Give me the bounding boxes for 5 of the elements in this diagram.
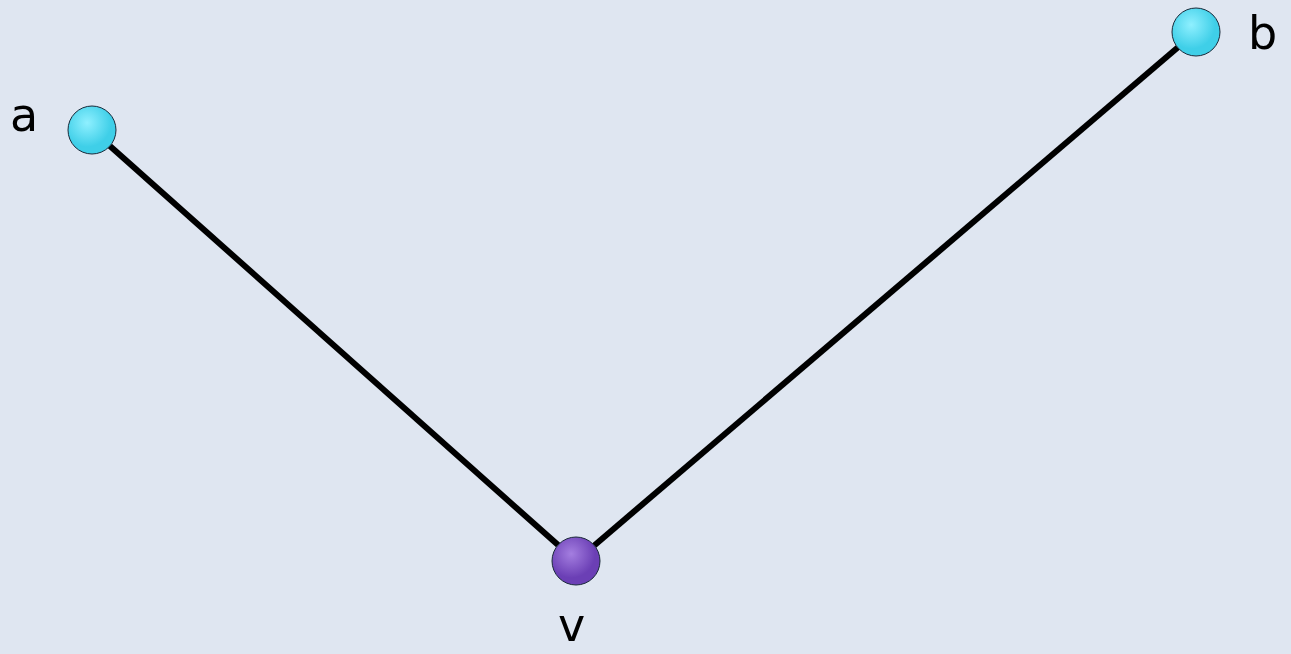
connector-line xyxy=(592,45,1180,548)
node-label: a xyxy=(10,92,39,138)
node-label: v xyxy=(558,602,586,648)
connector-line xyxy=(107,143,561,548)
node-label: b xyxy=(1248,10,1278,56)
